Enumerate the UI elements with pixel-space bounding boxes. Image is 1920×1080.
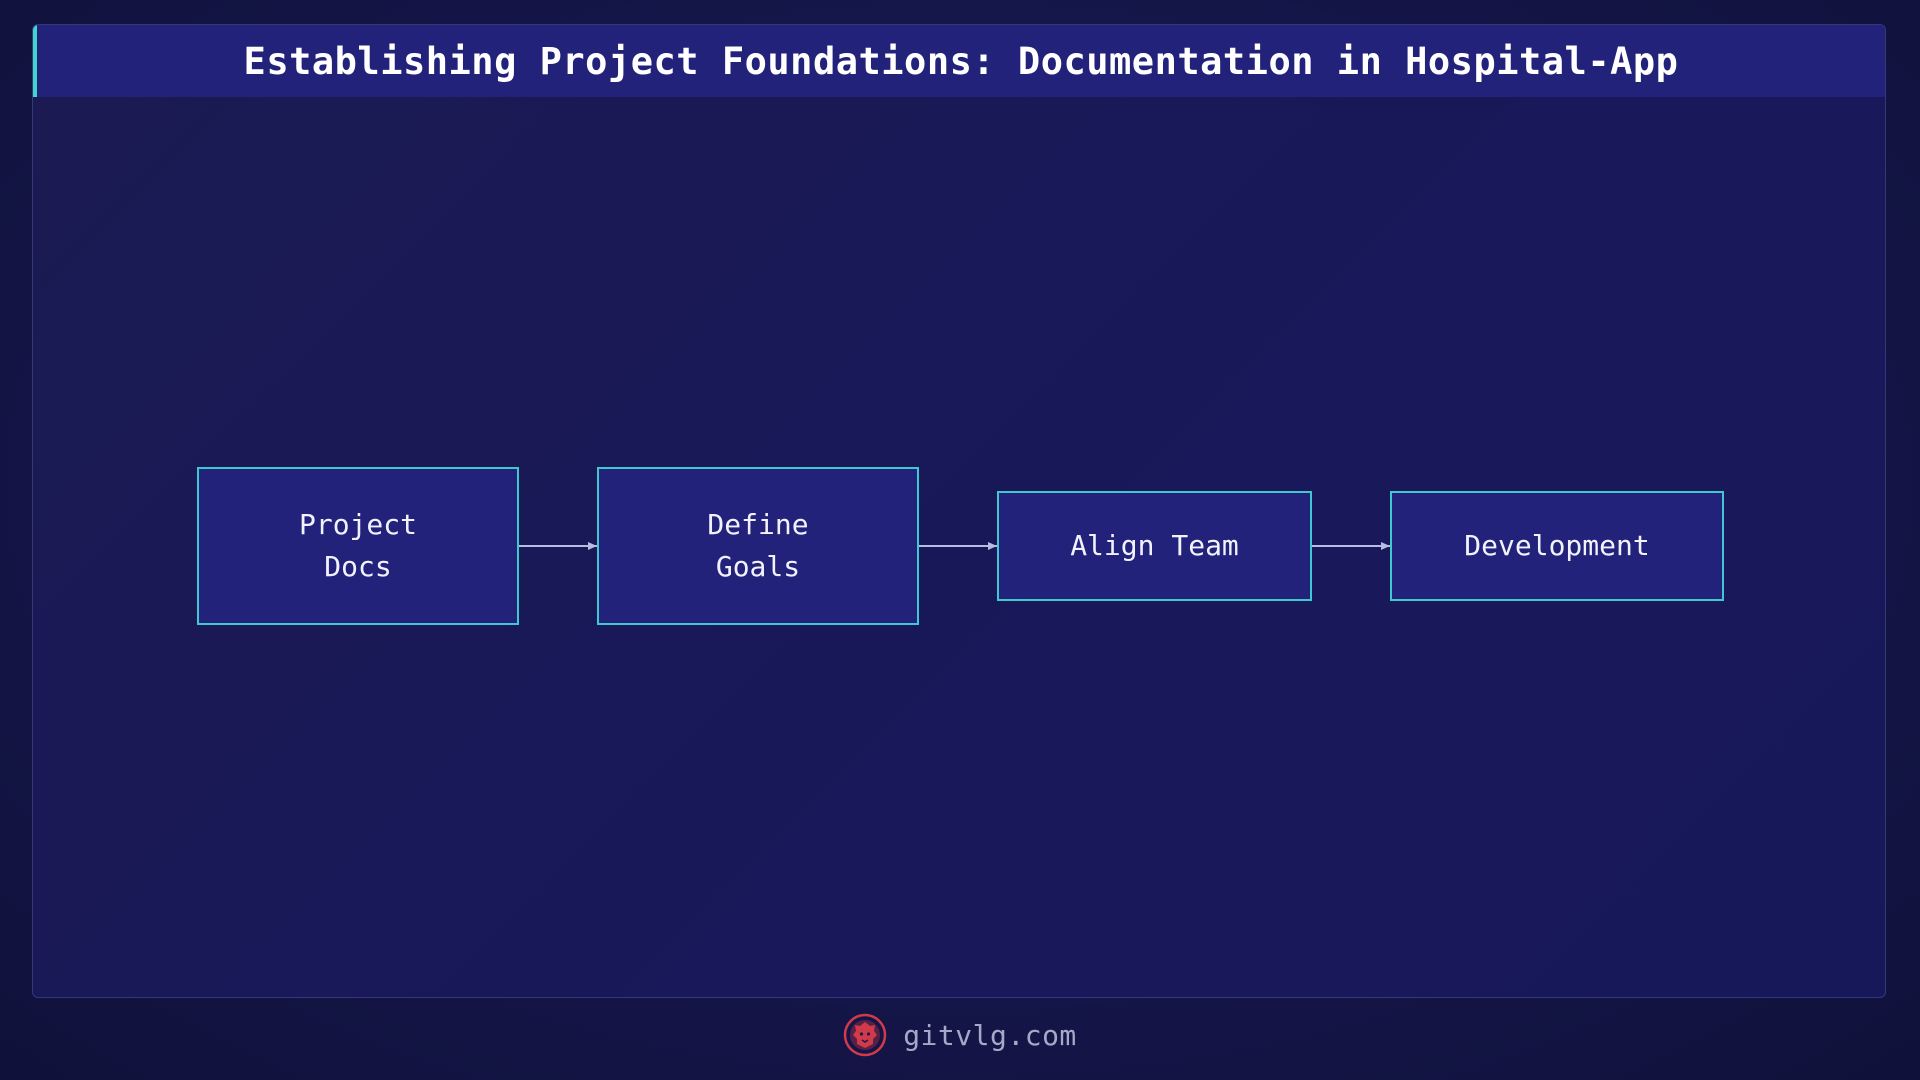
lion-icon [843,1013,887,1057]
footer: gitvlg.com [0,1010,1920,1060]
node-align-team: Align Team [997,491,1312,601]
node-define-goals: Define Goals [597,467,919,625]
page-title: Establishing Project Foundations: Docume… [243,39,1679,83]
footer-site-link[interactable]: gitvlg.com [903,1018,1077,1052]
node-project-docs: Project Docs [197,467,519,625]
node-development: Development [1390,491,1724,601]
title-bar: Establishing Project Foundations: Docume… [33,25,1885,97]
